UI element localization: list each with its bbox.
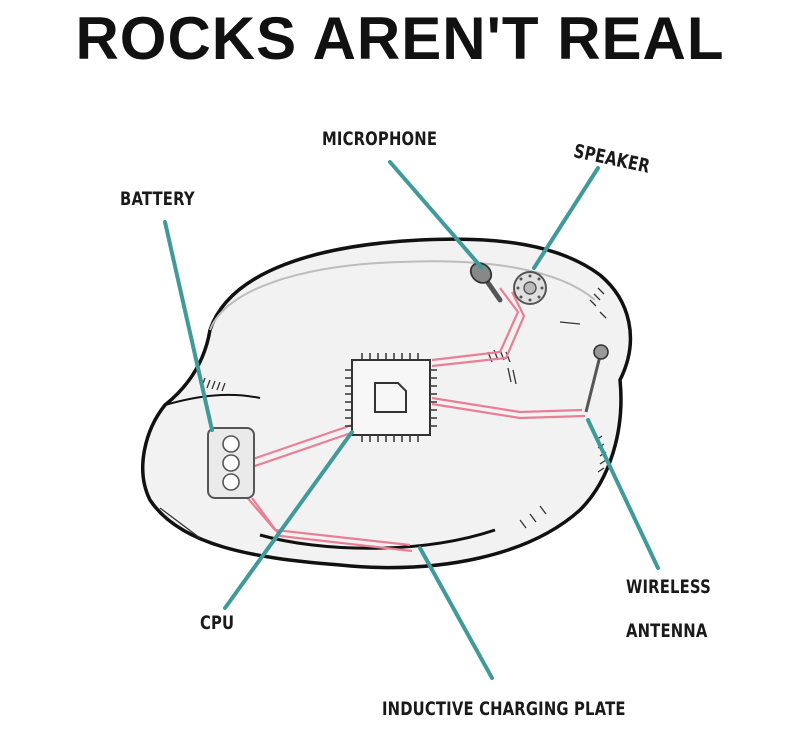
label-inductive-charging-plate: INDUCTIVE CHARGING PLATE [382, 698, 626, 720]
rock-shading-marks [159, 287, 607, 539]
page-title: ROCKS AREN'T REAL [75, 5, 725, 72]
rock-bottom-shadow [259, 528, 496, 550]
battery-component [207, 427, 255, 499]
antenna-leader [586, 418, 660, 570]
label-antenna: ANTENNA [626, 620, 708, 642]
leader-lines [163, 160, 660, 680]
microphone-component [469, 262, 503, 303]
cpu-chip [345, 353, 437, 442]
rock-top-lobe [209, 260, 596, 331]
label-battery: BATTERY [120, 188, 195, 210]
wires [244, 287, 586, 553]
speaker-leader [532, 166, 600, 270]
antenna-component [584, 344, 609, 413]
microphone-leader [388, 160, 484, 270]
speaker-component [513, 271, 547, 305]
cpu-leader [223, 430, 354, 610]
charging-plate-leader [418, 546, 494, 680]
label-microphone: MICROPHONE [322, 128, 438, 150]
label-wireless: WIRELESS [626, 576, 711, 598]
label-cpu: CPU [200, 612, 235, 634]
rock-ledge [164, 393, 261, 406]
battery-leader [163, 220, 214, 432]
